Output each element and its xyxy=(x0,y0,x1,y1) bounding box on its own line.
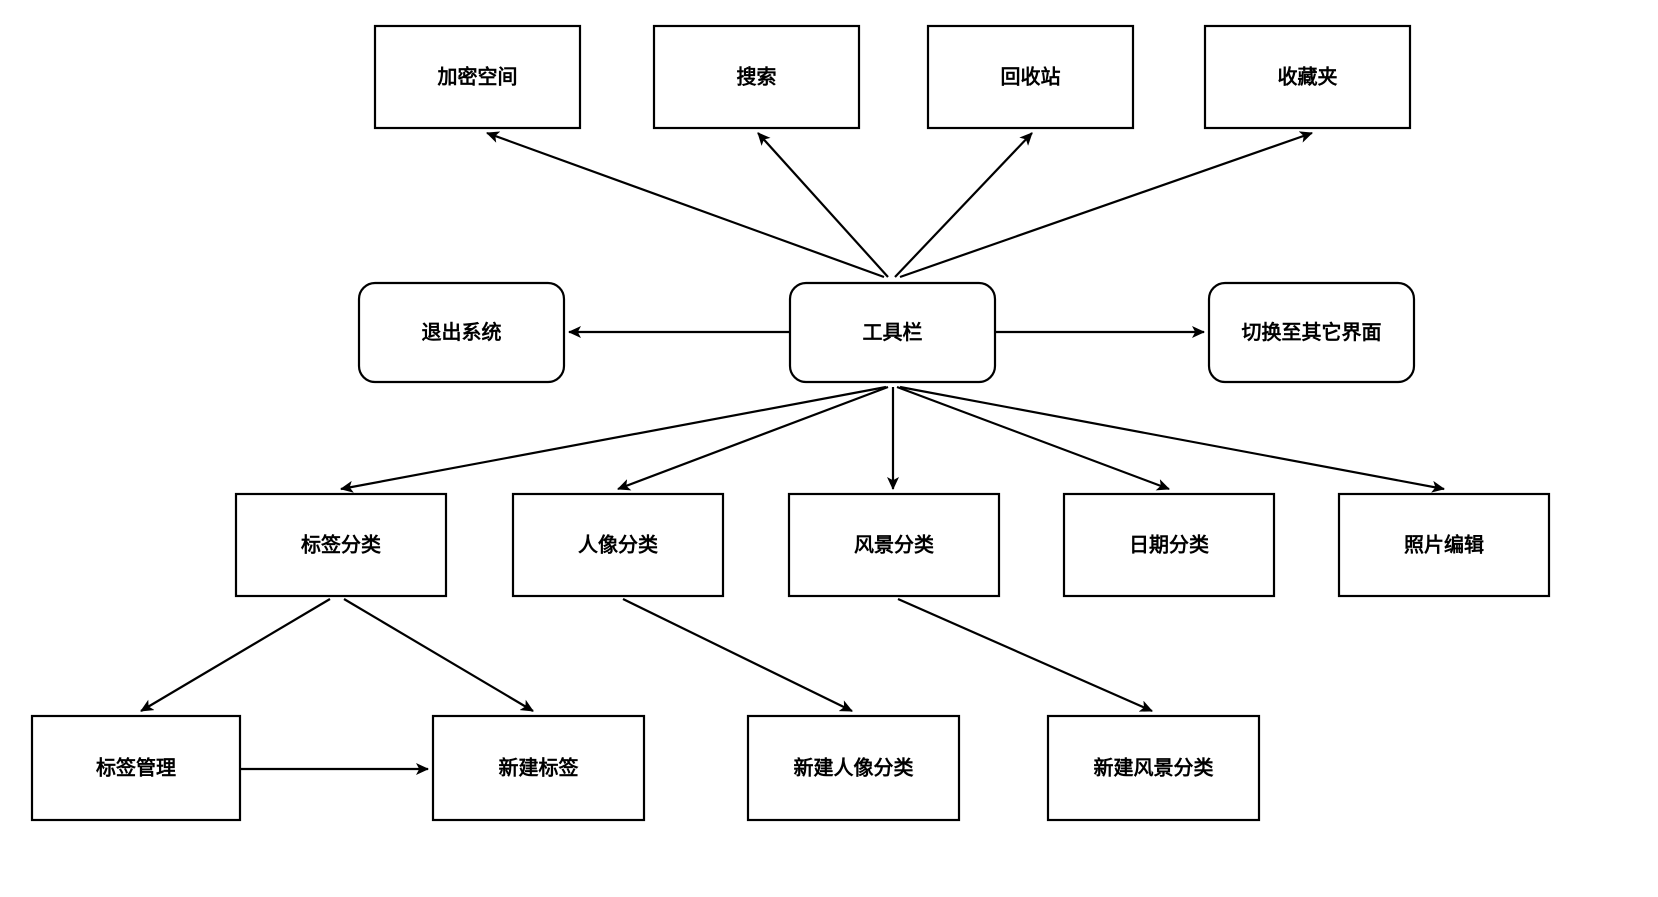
node-label-portrait_category: 人像分类 xyxy=(578,533,658,557)
edge-toolbar-to-photo_edit xyxy=(899,385,1445,493)
node-photo_edit[interactable]: 照片编辑 xyxy=(1337,492,1551,598)
edge-toolbar-to-favorites xyxy=(899,131,1313,279)
node-label-photo_edit: 照片编辑 xyxy=(1404,533,1484,557)
node-exit_system[interactable]: 退出系统 xyxy=(357,281,566,384)
node-scenery_category[interactable]: 风景分类 xyxy=(787,492,1001,598)
node-box-date_category[interactable] xyxy=(1062,492,1276,598)
node-box-new_scenery_category[interactable] xyxy=(1046,714,1261,822)
edges-layer xyxy=(140,131,1445,775)
node-box-favorites[interactable] xyxy=(1203,24,1412,130)
node-box-toolbar[interactable] xyxy=(788,281,997,384)
node-tag_category[interactable]: 标签分类 xyxy=(234,492,448,598)
node-box-scenery_category[interactable] xyxy=(787,492,1001,598)
edge-tag_category-to-tag_manage xyxy=(140,598,331,712)
node-new_scenery_category[interactable]: 新建风景分类 xyxy=(1046,714,1261,822)
node-new_tag[interactable]: 新建标签 xyxy=(431,714,646,822)
node-box-encrypted_space[interactable] xyxy=(373,24,582,130)
node-box-tag_manage[interactable] xyxy=(30,714,242,822)
node-toolbar[interactable]: 工具栏 xyxy=(788,281,997,384)
node-box-exit_system[interactable] xyxy=(357,281,566,384)
node-tag_manage[interactable]: 标签管理 xyxy=(30,714,242,822)
node-encrypted_space[interactable]: 加密空间 xyxy=(373,24,582,130)
node-box-new_tag[interactable] xyxy=(431,714,646,822)
node-recycle_bin[interactable]: 回收站 xyxy=(926,24,1135,130)
node-label-new_tag: 新建标签 xyxy=(499,756,580,780)
edge-toolbar-to-date_category xyxy=(896,385,1170,491)
node-label-exit_system: 退出系统 xyxy=(422,320,502,344)
node-switch_interface[interactable]: 切换至其它界面 xyxy=(1207,281,1416,384)
node-label-toolbar: 工具栏 xyxy=(863,320,923,344)
node-box-photo_edit[interactable] xyxy=(1337,492,1551,598)
edge-tag_category-to-new_tag xyxy=(343,598,534,712)
edge-toolbar-to-recycle_bin xyxy=(894,132,1033,278)
node-label-new_scenery_category: 新建风景分类 xyxy=(1094,756,1214,780)
edge-portrait_category-to-new_portrait_category xyxy=(622,598,853,712)
node-box-switch_interface[interactable] xyxy=(1207,281,1416,384)
edge-toolbar-to-search xyxy=(757,132,889,278)
node-favorites[interactable]: 收藏夹 xyxy=(1203,24,1412,130)
node-box-new_portrait_category[interactable] xyxy=(746,714,961,822)
node-label-search: 搜索 xyxy=(737,65,777,89)
node-label-tag_category: 标签分类 xyxy=(301,533,381,557)
node-label-recycle_bin: 回收站 xyxy=(1001,65,1061,89)
node-label-favorites: 收藏夹 xyxy=(1278,65,1338,89)
node-box-search[interactable] xyxy=(652,24,861,130)
node-portrait_category[interactable]: 人像分类 xyxy=(511,492,725,598)
node-box-tag_category[interactable] xyxy=(234,492,448,598)
edge-scenery_category-to-new_scenery_category xyxy=(897,597,1153,713)
node-date_category[interactable]: 日期分类 xyxy=(1062,492,1276,598)
node-label-switch_interface: 切换至其它界面 xyxy=(1242,320,1382,344)
edge-toolbar-to-tag_category xyxy=(340,385,887,493)
node-label-date_category: 日期分类 xyxy=(1129,533,1209,557)
node-box-portrait_category[interactable] xyxy=(511,492,725,598)
node-new_portrait_category[interactable]: 新建人像分类 xyxy=(746,714,961,822)
node-label-new_portrait_category: 新建人像分类 xyxy=(794,756,914,780)
node-search[interactable]: 搜索 xyxy=(652,24,861,130)
edge-toolbar-to-encrypted_space xyxy=(486,131,885,279)
node-label-scenery_category: 风景分类 xyxy=(854,533,934,557)
node-box-recycle_bin[interactable] xyxy=(926,24,1135,130)
edge-toolbar-to-portrait_category xyxy=(617,385,889,491)
node-label-tag_manage: 标签管理 xyxy=(96,756,176,780)
node-label-encrypted_space: 加密空间 xyxy=(437,65,518,89)
